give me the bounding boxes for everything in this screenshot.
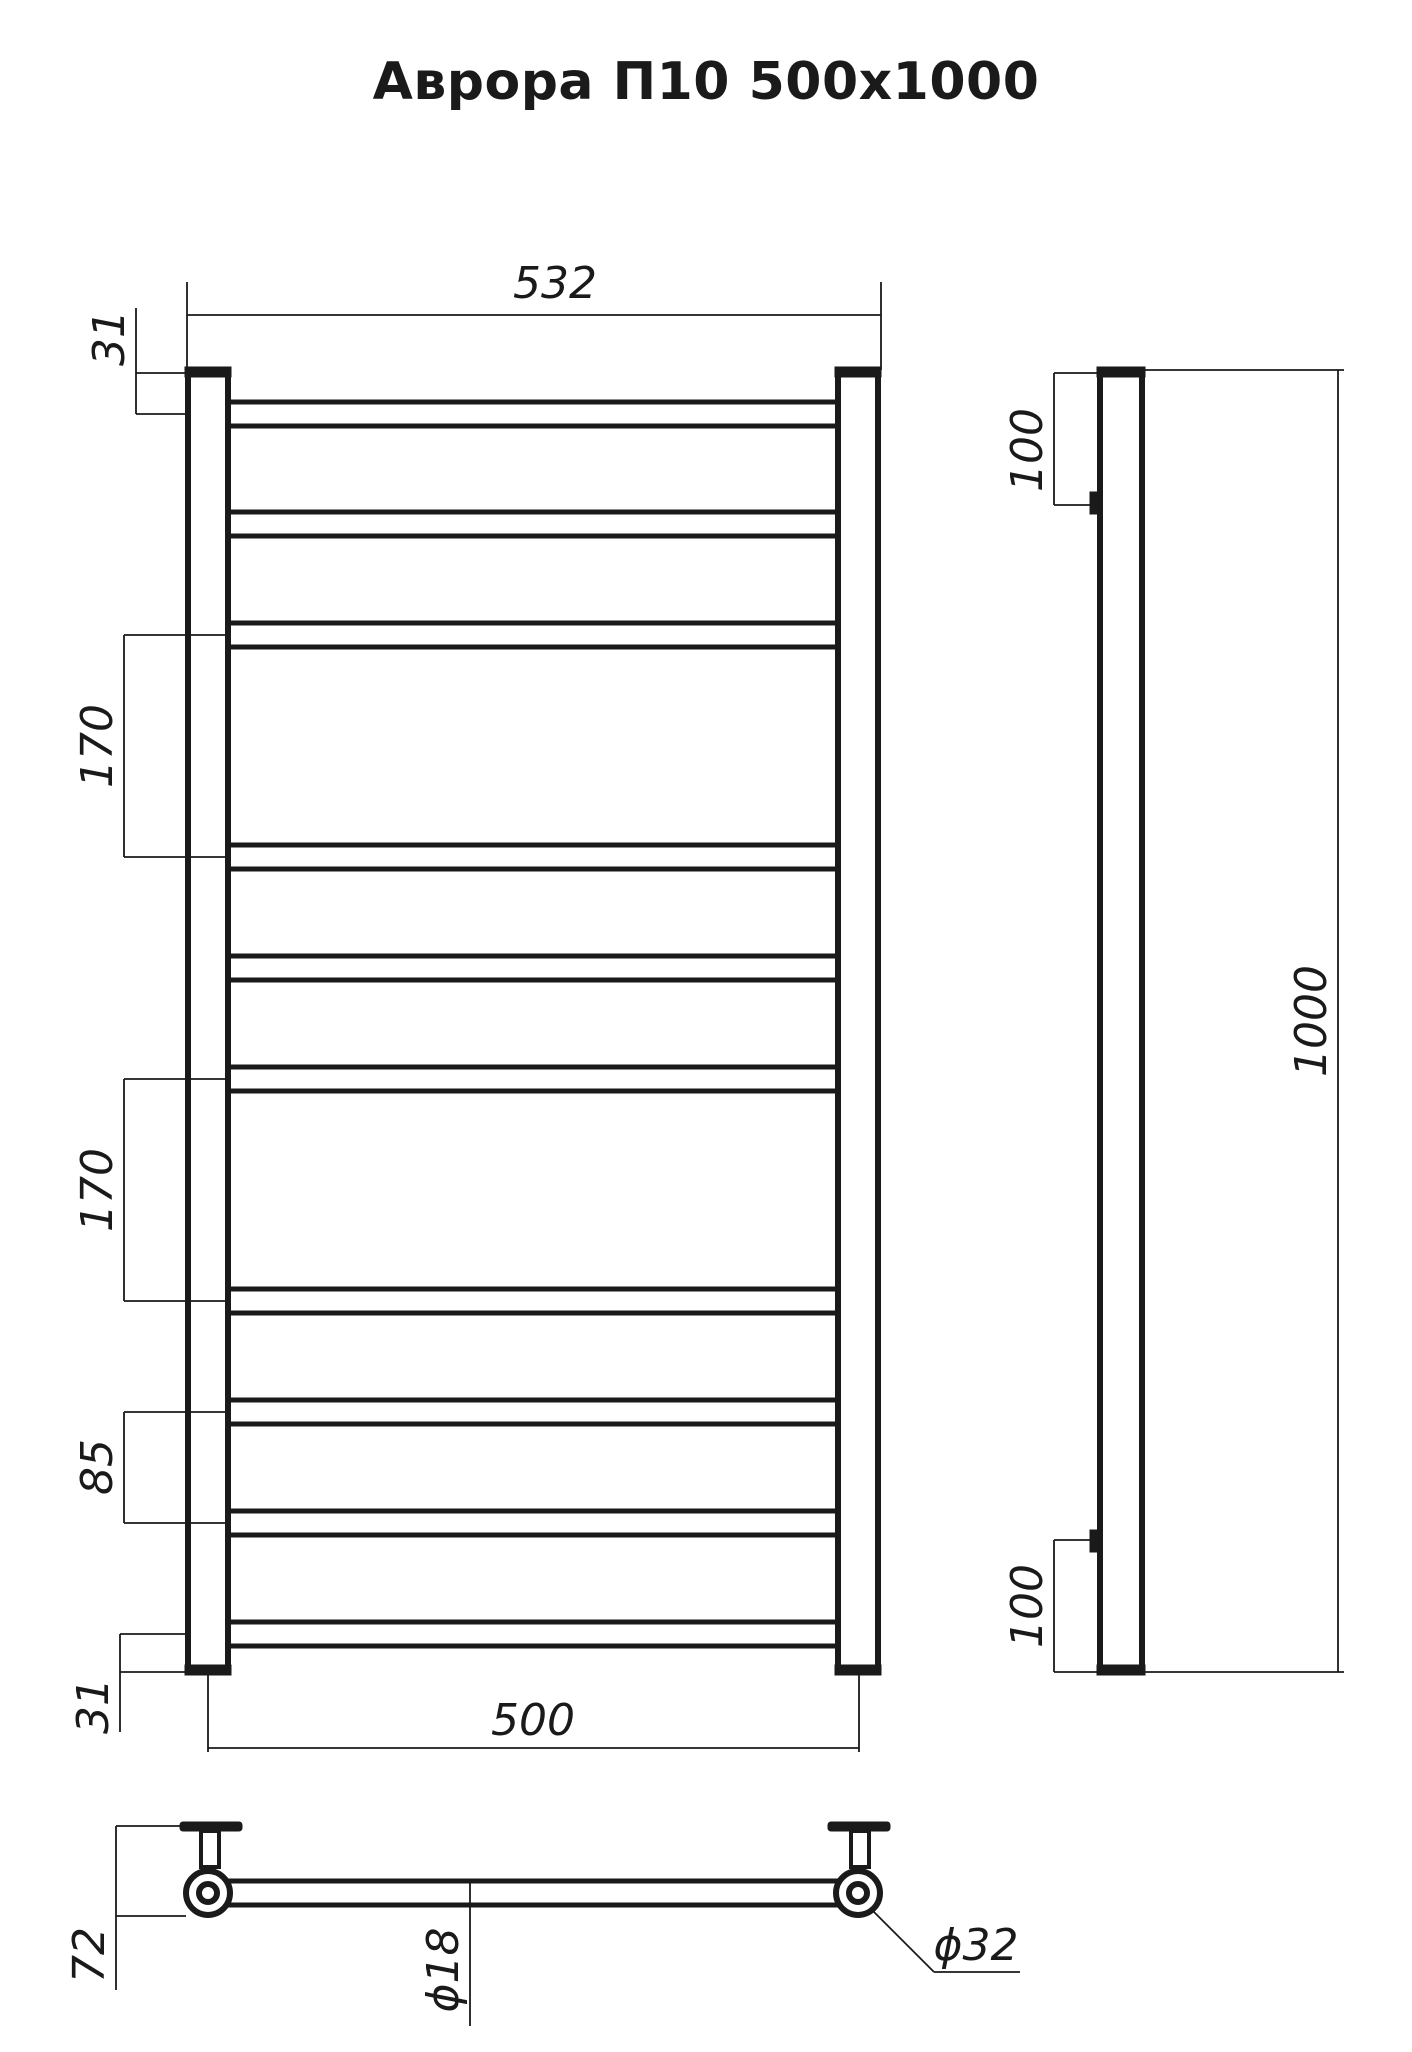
overall-width-label: 532 <box>513 258 597 309</box>
side-bottom-mount-label: 100 <box>1002 1564 1053 1648</box>
front-view: 532 31 170 170 85 <box>68 258 882 1752</box>
dim-bottom-offset: 31 <box>68 1633 188 1734</box>
dim-depth: 72 <box>64 1825 186 1990</box>
spacing-lower-label: 85 <box>72 1439 123 1495</box>
dim-collector-diameter: ϕ32 <box>871 1909 1020 1973</box>
bottom-offset-label: 31 <box>68 1678 119 1734</box>
right-collector <box>835 367 881 1675</box>
collector-end-left-inner <box>196 1881 220 1905</box>
right-collector-cap-bottom <box>834 1664 882 1676</box>
side-top-mount-label: 100 <box>1002 408 1053 492</box>
stem-left <box>199 1829 221 1869</box>
dim-rung-diameter: ϕ18 <box>418 1881 471 2026</box>
rung-diameter-label: ϕ18 <box>418 1927 469 2012</box>
spacing-middle-label: 170 <box>72 1148 123 1232</box>
side-collector <box>1097 367 1145 1675</box>
dim-top-offset: 31 <box>84 308 188 415</box>
page-title: Аврора П10 500x1000 <box>372 52 1040 112</box>
rung-2 <box>223 509 845 539</box>
top-view: 72 ϕ18 ϕ32 <box>64 1821 1020 2026</box>
dim-side-top-mount: 100 <box>1002 372 1100 506</box>
rung-9 <box>223 1508 845 1538</box>
dim-spacing-middle: 170 <box>72 1078 228 1302</box>
rung-4 <box>223 842 845 872</box>
dim-inner-width: 500 <box>207 1675 860 1752</box>
side-mount-bottom <box>1089 1529 1101 1553</box>
left-collector-cap-top <box>184 366 232 378</box>
dim-spacing-lower: 85 <box>72 1411 228 1524</box>
rung-10 <box>223 1619 845 1649</box>
dim-overall-height: 1000 <box>1142 369 1344 1673</box>
collector-diameter-label: ϕ32 <box>933 1920 1018 1971</box>
top-offset-label: 31 <box>84 310 135 366</box>
side-collector-cap-top <box>1096 366 1146 378</box>
rung-5 <box>223 953 845 983</box>
stem-right <box>849 1829 871 1869</box>
inner-width-label: 500 <box>491 1695 575 1746</box>
right-collector-cap-top <box>834 366 882 378</box>
rung-8 <box>223 1397 845 1427</box>
dim-side-bottom-mount: 100 <box>1002 1539 1100 1673</box>
dim-spacing-upper: 170 <box>72 634 228 858</box>
left-collector-cap-bottom <box>184 1664 232 1676</box>
side-mount-top <box>1089 491 1101 515</box>
collector-end-right-inner <box>846 1881 870 1905</box>
spacing-upper-label: 170 <box>72 704 123 788</box>
dim-overall-width: 532 <box>186 258 882 370</box>
depth-label: 72 <box>64 1927 115 1983</box>
rung-1 <box>223 399 845 429</box>
rung-3 <box>223 620 845 650</box>
top-tube <box>205 1878 863 1908</box>
overall-height-label: 1000 <box>1286 965 1337 1077</box>
side-collector-cap-bottom <box>1096 1664 1146 1676</box>
rung-7 <box>223 1286 845 1316</box>
rungs <box>223 399 845 1649</box>
rung-6 <box>223 1064 845 1094</box>
left-collector <box>185 367 231 1675</box>
side-view: 100 100 1000 <box>1002 366 1344 1676</box>
